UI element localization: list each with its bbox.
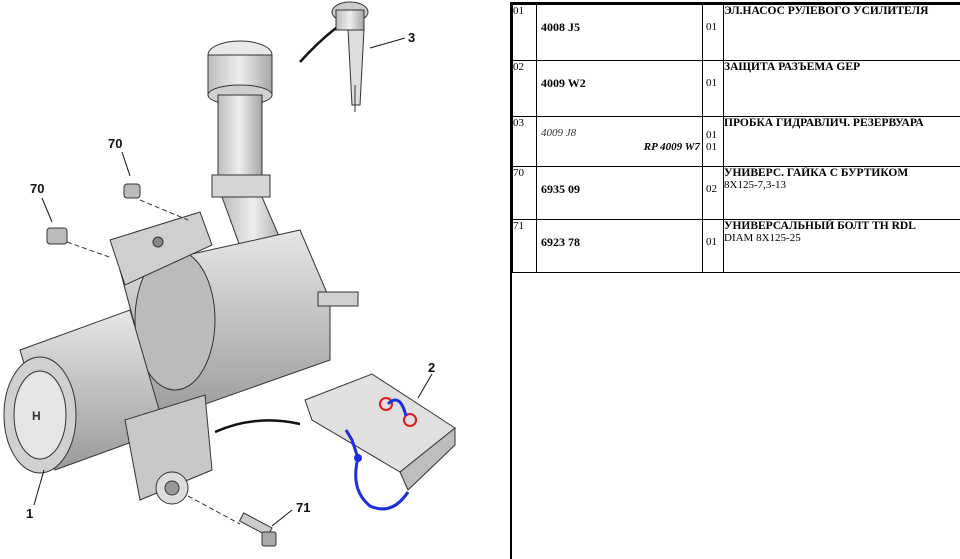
leader-3 — [369, 37, 406, 49]
part-spec: DIAM 8X125-25 — [724, 232, 801, 244]
callout-70a: 70 — [108, 136, 122, 151]
callout-70b: 70 — [30, 181, 44, 196]
markup-arrow-a — [386, 398, 408, 417]
leader-arc-2 — [214, 419, 301, 434]
leader-70b — [41, 197, 53, 223]
table-row[interactable]: 01 4008 J5 01 ЭЛ.НАСОС РУЛЕВОГО УСИЛИТЕЛ… — [512, 4, 960, 61]
nut-70-upper — [123, 183, 189, 221]
reservoir-cap — [331, 1, 369, 112]
leader-1 — [33, 469, 45, 506]
markup-dot — [354, 454, 362, 462]
exploded-diagram: 3 H 70 70 — [3, 1, 456, 547]
table-row[interactable]: 02 4009 W2 01 ЗАЩИТА РАЗЪЕМА GEP — [512, 60, 960, 117]
bolt-71 — [187, 495, 277, 547]
quantity: 01 — [706, 77, 717, 89]
connector-protector — [304, 373, 456, 491]
part-description: ЗАЩИТА РАЗЪЕМА GEP — [724, 61, 861, 73]
svg-text:H: H — [32, 409, 41, 423]
nut-70-lower — [46, 227, 113, 259]
quantity: 01 — [706, 21, 717, 33]
part-description: ПРОБКА ГИДРАВЛИЧ. РЕЗЕРВУАРА — [724, 117, 924, 129]
markup-arrow-b — [344, 429, 410, 511]
reservoir — [207, 40, 286, 261]
item-number: 02 — [512, 60, 537, 117]
parts-table: 01 4008 J5 01 ЭЛ.НАСОС РУЛЕВОГО УСИЛИТЕЛ… — [512, 4, 960, 273]
pump-illustration: 3 H 70 70 — [3, 1, 456, 547]
callout-71: 71 — [296, 500, 310, 515]
callout-3: 3 — [408, 30, 415, 45]
item-number: 01 — [512, 4, 537, 61]
leader-2 — [417, 373, 433, 399]
part-description: УНИВЕРСАЛЬНЫЙ БОЛТ TH RDL — [724, 220, 916, 232]
parts-list-panel: 01 4008 J5 01 ЭЛ.НАСОС РУЛЕВОГО УСИЛИТЕЛ… — [510, 2, 960, 559]
part-description: ЭЛ.НАСОС РУЛЕВОГО УСИЛИТЕЛЯ — [724, 5, 929, 17]
callout-1: 1 — [26, 506, 33, 521]
part-reference[interactable]: 6935 09 — [541, 182, 580, 196]
callout-2: 2 — [428, 360, 435, 375]
leader-arc-3 — [299, 27, 337, 63]
part-reference[interactable]: 4009 W2 — [541, 76, 586, 90]
part-reference[interactable]: 4008 J5 — [541, 20, 580, 34]
item-number: 70 — [512, 166, 537, 220]
part-reference[interactable]: 6923 78 — [541, 235, 580, 249]
item-number: 71 — [512, 219, 537, 273]
leader-70a — [121, 151, 131, 177]
part-description: УНИВЕРС. ГАЙКА С БУРТИКОМ — [724, 167, 909, 179]
part-reference[interactable]: 4009 J8 — [541, 127, 577, 139]
quantity: 02 — [706, 183, 717, 195]
leader-71 — [271, 509, 293, 527]
item-number: 03 — [512, 116, 537, 167]
pump-motor: H — [3, 211, 359, 505]
replacement-reference[interactable]: RP 4009 W7 — [643, 141, 700, 153]
part-spec: 8X125-7,3-13 — [724, 179, 787, 191]
quantity: 01 — [706, 236, 717, 248]
